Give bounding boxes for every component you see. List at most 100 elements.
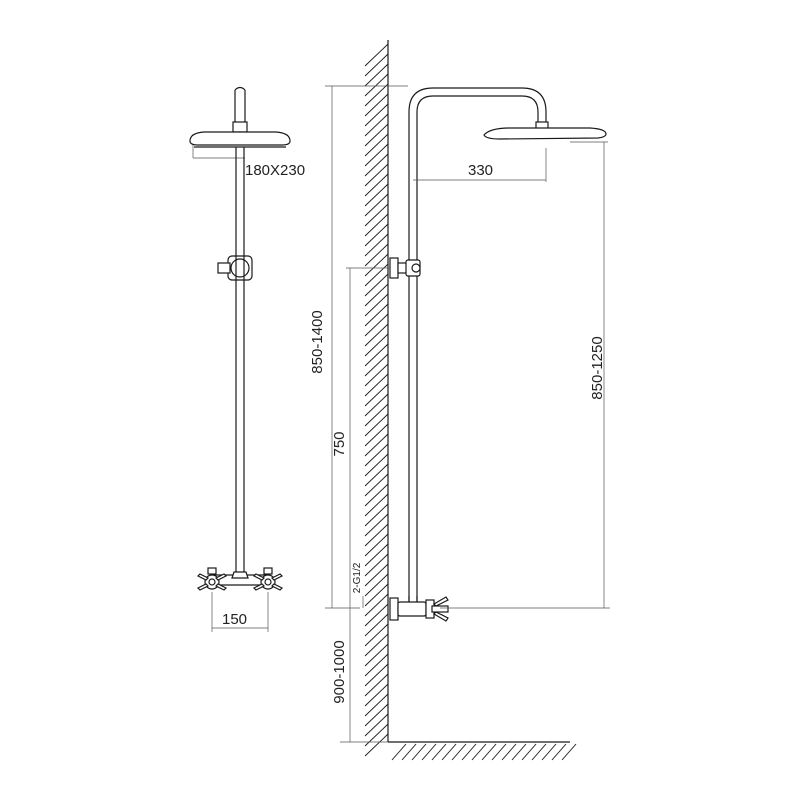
wall-hatch-line bbox=[364, 483, 389, 507]
floor-hatch-line bbox=[491, 743, 507, 761]
wall-hatch-line bbox=[364, 53, 389, 77]
wall-hatch-line bbox=[364, 303, 389, 327]
wall-hatch-line bbox=[364, 163, 389, 187]
wall-hatch-line bbox=[364, 113, 389, 137]
front-centres-label: 150 bbox=[222, 611, 247, 628]
wall-hatch-line bbox=[364, 143, 389, 167]
front-centres-dim-lines bbox=[211, 592, 269, 632]
wall-hatch-line bbox=[364, 423, 389, 447]
wall-hatch-line bbox=[364, 543, 389, 567]
wall-hatch-line bbox=[364, 553, 389, 577]
floor-hatch-line bbox=[521, 743, 537, 761]
wall-hatch-line bbox=[364, 43, 389, 67]
wall-hatch-line bbox=[364, 363, 389, 387]
wall-hatch-line bbox=[364, 273, 389, 297]
front-stub-nut bbox=[232, 121, 248, 133]
connection-label: 2-G1/2 bbox=[352, 562, 363, 593]
floor-hatch-line bbox=[451, 743, 467, 761]
floor-hatch-line bbox=[411, 743, 427, 761]
side-riser bbox=[408, 87, 547, 602]
wall-hatch-line bbox=[364, 253, 389, 277]
wall-hatch-line bbox=[364, 653, 389, 677]
wall-hatch-line bbox=[364, 733, 389, 757]
wall-hatch-line bbox=[364, 633, 389, 657]
floor-hatch-line bbox=[471, 743, 487, 761]
floor-hatch-line bbox=[551, 743, 567, 761]
wall-hatch-line bbox=[364, 523, 389, 547]
dim-head-to-mixer: 850-1250 bbox=[440, 141, 610, 609]
wall-hatch-line bbox=[364, 93, 389, 117]
wall-hatch-line bbox=[364, 463, 389, 487]
wall-hatch-line bbox=[364, 443, 389, 467]
wall-hatch-line bbox=[364, 723, 389, 747]
wall-hatch-line bbox=[364, 683, 389, 707]
wall-hatch-line bbox=[364, 183, 389, 207]
wall-hatch-line bbox=[364, 283, 389, 307]
wall-hatch-line bbox=[364, 693, 389, 717]
front-mixer bbox=[196, 567, 284, 591]
dim-mixer-height-label: 900-1000 bbox=[331, 640, 348, 703]
front-top-stub bbox=[234, 86, 246, 124]
floor-hatch-line bbox=[511, 743, 527, 761]
side-shower-head bbox=[483, 127, 607, 140]
wall-hatch-line bbox=[364, 73, 389, 97]
wall-hatch-line bbox=[364, 323, 389, 347]
wall-hatch-line bbox=[364, 133, 389, 157]
wall-hatch-line bbox=[364, 243, 389, 267]
wall-hatch-line bbox=[364, 313, 389, 337]
front-right-handle bbox=[252, 567, 284, 591]
wall-hatch-line bbox=[364, 663, 389, 687]
wall-hatch-line bbox=[364, 193, 389, 217]
side-wall-bracket bbox=[389, 257, 421, 279]
wall-hatch-line bbox=[364, 603, 389, 627]
wall-hatch-line bbox=[364, 83, 389, 107]
side-view: 850-1400 750 2-G1/2 900-1000 330 850-125… bbox=[309, 40, 610, 761]
wall-hatch-line bbox=[364, 123, 389, 147]
wall-hatch-line bbox=[364, 263, 389, 287]
floor-hatch-line bbox=[531, 743, 547, 761]
dim-arm-reach: 330 bbox=[413, 148, 547, 182]
front-view: 180X230 bbox=[189, 86, 305, 632]
dim-head-to-mixer-label: 850-1250 bbox=[589, 336, 606, 399]
floor-hatch-line bbox=[461, 743, 477, 761]
wall-hatch-line bbox=[364, 643, 389, 667]
side-mixer bbox=[389, 596, 449, 622]
wall-hatch-line bbox=[364, 473, 389, 497]
wall-hatch-line bbox=[364, 373, 389, 397]
wall bbox=[364, 40, 577, 761]
front-riser bbox=[235, 147, 245, 572]
wall-hatch-line bbox=[364, 513, 389, 537]
wall-hatch-line bbox=[364, 613, 389, 637]
wall-hatch-line bbox=[364, 103, 389, 127]
wall-hatch-line bbox=[364, 383, 389, 407]
wall-hatch-line bbox=[364, 403, 389, 427]
wall-hatch-line bbox=[364, 173, 389, 197]
wall-hatch-line bbox=[364, 533, 389, 557]
wall-hatch-line bbox=[364, 623, 389, 647]
floor-hatch-line bbox=[391, 743, 407, 761]
dim-arm-reach-label: 330 bbox=[468, 162, 493, 179]
wall-hatch-line bbox=[364, 213, 389, 237]
dim-bracket-height: 750 bbox=[331, 267, 390, 608]
wall-hatch-line bbox=[364, 63, 389, 87]
wall-hatch-line bbox=[364, 503, 389, 527]
floor-hatch-line bbox=[431, 743, 447, 761]
wall-hatch-line bbox=[364, 673, 389, 697]
wall-hatch-line bbox=[364, 333, 389, 357]
wall-hatch-line bbox=[364, 293, 389, 317]
dim-total-height-label: 850-1400 bbox=[309, 310, 326, 373]
wall-hatch-line bbox=[364, 343, 389, 367]
front-slide-bracket bbox=[217, 255, 253, 281]
wall-hatch-line bbox=[364, 223, 389, 247]
wall-hatch-line bbox=[364, 433, 389, 457]
front-head-size-label: 180X230 bbox=[245, 162, 305, 179]
wall-hatch-line bbox=[364, 153, 389, 177]
wall-hatch-line bbox=[364, 493, 389, 517]
floor-hatch-line bbox=[441, 743, 457, 761]
front-left-handle bbox=[196, 567, 228, 591]
dim-total-height: 850-1400 bbox=[309, 85, 408, 609]
dim-mixer-height: 900-1000 bbox=[331, 608, 388, 743]
wall-hatch-line bbox=[364, 203, 389, 227]
floor-hatch-line bbox=[561, 743, 577, 761]
